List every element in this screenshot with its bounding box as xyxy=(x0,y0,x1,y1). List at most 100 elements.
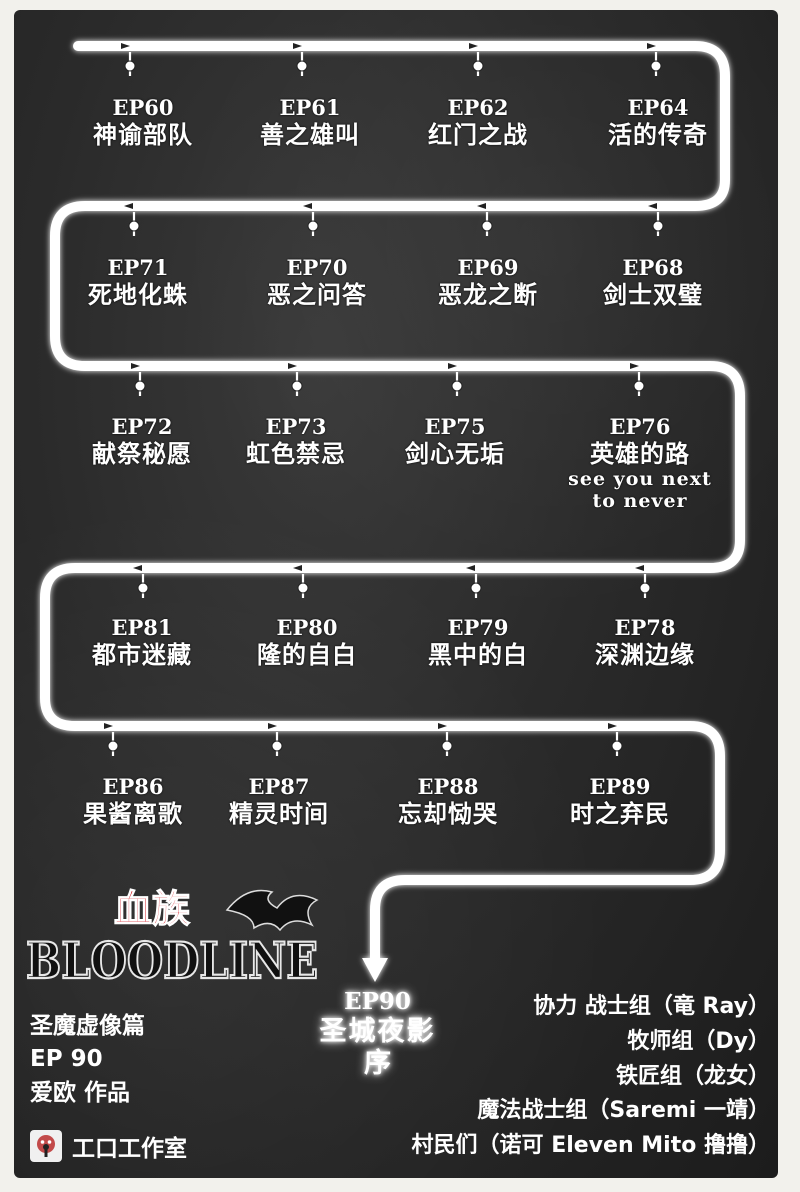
episode-ep80: EP80 隆的自白 xyxy=(222,615,392,669)
credit-line: 魔法战士组（Saremi 一靖） xyxy=(477,1098,770,1124)
episode-title: 精灵时间 xyxy=(229,798,329,828)
pin-head xyxy=(472,60,484,72)
snake-path xyxy=(40,41,745,965)
episode-title: 神谕部队 xyxy=(93,119,193,149)
episode-ep73: EP73 虹色禁忌 xyxy=(211,414,381,468)
episode-code: EP73 xyxy=(265,414,327,439)
direction-arrow xyxy=(630,363,639,369)
episode-code: EP71 xyxy=(107,255,169,280)
arc-name: 圣魔虚像篇 xyxy=(30,1013,145,1039)
pin-head xyxy=(639,582,651,594)
episode-title: 忘却恸哭 xyxy=(398,798,498,828)
episode-code: EP61 xyxy=(279,95,341,120)
bat-wing-icon xyxy=(225,889,319,932)
episode-code: EP76 xyxy=(609,414,671,439)
pin-head xyxy=(441,740,453,752)
episode-title: 英雄的路 xyxy=(590,438,690,468)
direction-arrow xyxy=(133,565,142,571)
episode-title: 剑士双璧 xyxy=(603,279,703,309)
episode-ep87: EP87 精灵时间 xyxy=(194,774,364,828)
studio-credit: 工口工作室 xyxy=(30,1128,187,1164)
episode-title: 果酱离歌 xyxy=(83,798,183,828)
credit-line: 协力 战士组（竜 Ray） xyxy=(533,994,770,1019)
pin-head xyxy=(652,220,664,232)
episode-code: EP87 xyxy=(248,774,310,799)
path-arrowhead xyxy=(362,958,388,982)
episode-ep60: EP60 神谕部队 xyxy=(58,95,228,149)
episode-title: 时之弃民 xyxy=(570,798,670,828)
pin-head xyxy=(137,582,149,594)
pin-head xyxy=(134,380,146,392)
author-credit: 爱欧 作品 xyxy=(30,1079,131,1106)
episode-subtitle-line2: to never xyxy=(592,490,688,513)
pin-head xyxy=(451,380,463,392)
episode-code: EP64 xyxy=(627,95,689,120)
episode-title: 虹色禁忌 xyxy=(246,438,346,468)
episode-code: EP68 xyxy=(622,255,684,280)
direction-arrow xyxy=(448,363,457,369)
direction-arrow xyxy=(608,723,617,729)
pin-head xyxy=(297,582,309,594)
episode-ep81: EP81 都市迷藏 xyxy=(57,615,227,669)
episode-title: 剑心无垢 xyxy=(405,438,505,468)
episode-code: EP78 xyxy=(614,615,676,640)
episode-code: EP60 xyxy=(112,95,174,120)
episode-pins xyxy=(107,52,664,756)
episode-code: EP62 xyxy=(447,95,509,120)
episode-code: EP86 xyxy=(102,774,164,799)
pin-head xyxy=(470,582,482,594)
logo-cn-text: 血族 xyxy=(114,886,190,931)
direction-arrow xyxy=(469,43,478,49)
episode-ep61: EP61 善之雄叫 xyxy=(225,95,395,149)
episode-ep70: EP70 恶之问答 xyxy=(232,255,402,309)
episode-ep86: EP86 果酱离歌 xyxy=(48,774,218,828)
direction-arrow xyxy=(635,565,644,571)
episode-ep68: EP68 剑士双璧 xyxy=(568,255,738,309)
direction-arrow xyxy=(124,203,133,209)
final-episode-title: 圣城夜影 xyxy=(319,1015,436,1047)
direction-arrow xyxy=(466,565,475,571)
pin-head xyxy=(291,380,303,392)
episode-title: 深渊边缘 xyxy=(595,639,695,669)
episode-ep75: EP75 剑心无垢 xyxy=(370,414,540,468)
final-episode-subtitle: 序 xyxy=(364,1047,391,1079)
logo-en-text: BLOODLINE xyxy=(26,931,318,990)
left-info: 圣魔虚像篇 EP 90 爱欧 作品 xyxy=(30,1010,145,1110)
studio-name: 工口工作室 xyxy=(72,1136,187,1162)
direction-arrow xyxy=(121,43,130,49)
direction-arrow xyxy=(477,203,486,209)
direction-arrow xyxy=(293,43,302,49)
episode-title: 活的传奇 xyxy=(608,119,708,149)
bloodline-logo: 血族 BLOODLINE xyxy=(25,885,319,990)
direction-arrow xyxy=(647,43,656,49)
episode-ep71: EP71 死地化蛛 xyxy=(53,255,223,309)
episode-title: 献祭秘愿 xyxy=(92,438,192,468)
direction-arrow xyxy=(293,565,302,571)
episode-code: EP69 xyxy=(457,255,519,280)
credit-line: 铁匠组（龙女） xyxy=(615,1063,770,1089)
direction-arrow xyxy=(303,203,312,209)
direction-arrow xyxy=(131,363,140,369)
direction-arrows xyxy=(104,43,657,729)
pin-head xyxy=(633,380,645,392)
episode-code: EP70 xyxy=(286,255,348,280)
episode-code: EP81 xyxy=(111,615,173,640)
pin-head xyxy=(107,740,119,752)
episode-ep62: EP62 红门之战 xyxy=(393,95,563,149)
episode-code: EP79 xyxy=(447,615,509,640)
pin-head xyxy=(650,60,662,72)
final-episode-ep90: EP90 圣城夜影 序 xyxy=(300,988,455,1080)
episode-title: 善之雄叫 xyxy=(260,119,360,149)
pin-head xyxy=(611,740,623,752)
episode-code: EP89 xyxy=(589,774,651,799)
episode-title: 红门之战 xyxy=(428,119,528,149)
episode-code: EP80 xyxy=(276,615,338,640)
episode-code: EP72 xyxy=(111,414,173,439)
pin-head xyxy=(481,220,493,232)
episode-ep88: EP88 忘却恸哭 xyxy=(363,774,533,828)
direction-arrow xyxy=(268,723,277,729)
pin-head xyxy=(128,220,140,232)
credits-list: 协力 战士组（竜 Ray） 牧师组（Dy） 铁匠组（龙女） 魔法战士组（Sare… xyxy=(412,990,770,1164)
direction-arrow xyxy=(438,723,447,729)
